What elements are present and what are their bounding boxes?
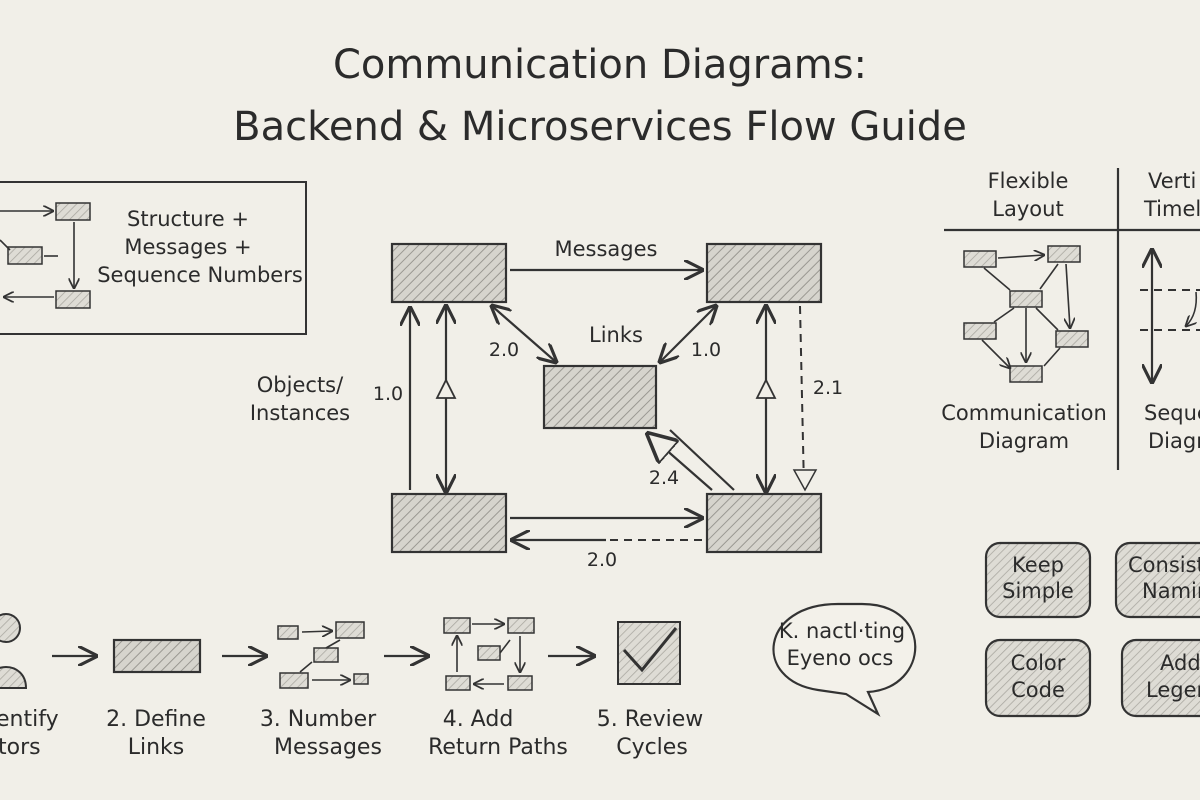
object-box-bottom-left	[390, 492, 508, 554]
tip-add-legend-2: Legen	[1146, 678, 1200, 702]
step-2-line-2: Links	[128, 735, 185, 760]
review-check-icon	[617, 621, 681, 685]
seq-top-left-link: 2.0	[489, 339, 519, 361]
title-line-1: Communication Diagrams:	[333, 42, 867, 88]
link-triangle-left	[435, 377, 457, 399]
comparison-right-header-1: Verti	[1148, 169, 1196, 193]
comparison-right-caption-2: Diagra	[1148, 429, 1200, 453]
seq-top-right-link: 1.0	[691, 339, 721, 361]
return-dashed-right-head	[792, 469, 818, 492]
label-objects-1: Objects/	[257, 373, 344, 397]
tip-keep-simple-2: Simple	[1002, 579, 1074, 603]
mini-comm-box	[963, 250, 997, 268]
object-box-top-left	[390, 242, 508, 304]
message-arrow-2-4-a	[648, 434, 713, 491]
number-messages-icon	[277, 621, 369, 689]
label-links: Links	[589, 323, 643, 347]
mini-comm-box	[1047, 245, 1081, 263]
link-triangle-right	[755, 377, 777, 399]
tip-card-keep-simple	[984, 541, 1092, 619]
comparison-right-caption-1: Seque	[1144, 401, 1200, 425]
object-box-center	[542, 364, 658, 430]
legend-line-2: Messages +	[124, 235, 251, 259]
main-diagram: Messages Links 1.0 Objects/ Instances 2.…	[250, 237, 843, 571]
legend-line-3: Sequence Numbers	[97, 263, 303, 287]
legend-arrow	[0, 239, 11, 251]
object-box-top-right	[705, 242, 823, 304]
seq-bottom-right-link: 2.4	[649, 467, 679, 489]
label-objects-2: Instances	[250, 401, 350, 425]
tip-consistent-naming-1: Consist	[1128, 553, 1200, 577]
speech-bubble-line-1: K. nactl·ting	[779, 619, 905, 643]
legend-line-1: Structure +	[127, 207, 249, 231]
seq-right-dashed: 2.1	[813, 377, 843, 399]
mini-comm-box	[1009, 365, 1043, 383]
mini-seq-arrow	[1186, 291, 1196, 326]
mini-comm-arrow	[993, 307, 1015, 323]
link-top-left-center	[492, 306, 556, 362]
tips-grid: Keep Simple Consist Namin Color Code Add…	[984, 541, 1200, 718]
tip-add-legend-1: Add	[1160, 651, 1200, 675]
label-messages: Messages	[555, 237, 658, 261]
return-dashed-right	[799, 305, 805, 489]
mini-comm-arrow	[1043, 347, 1061, 367]
step-5-line-1: 5. Review	[597, 707, 703, 732]
speech-bubble: K. nactl·ting Eyeno ocs	[772, 602, 917, 717]
step-5-line-2: Cycles	[616, 735, 688, 760]
tip-card-color-code	[984, 638, 1092, 718]
step-4-line-2: Return Paths	[428, 735, 568, 760]
seq-left-vertical: 1.0	[373, 383, 403, 405]
title-line-2: Backend & Microservices Flow Guide	[233, 104, 967, 150]
mini-comm-arrow	[997, 255, 1044, 258]
mini-comm-box	[963, 322, 997, 340]
tip-color-code-2: Code	[1011, 678, 1065, 702]
mini-comm-box	[1055, 330, 1089, 348]
legend-frame	[0, 181, 307, 335]
comparison-left-header-2: Layout	[992, 197, 1063, 221]
tip-consistent-naming-2: Namin	[1142, 579, 1200, 603]
mini-comm-arrow	[1035, 307, 1059, 331]
comparison-left-caption-2: Diagram	[979, 429, 1069, 453]
comparison-left-caption-1: Communication	[941, 401, 1107, 425]
actor-icon	[0, 613, 28, 689]
speech-bubble-shape	[772, 602, 917, 717]
mini-comm-arrow	[981, 339, 1010, 368]
comparison-panel: Flexible Layout Verti Timel Communicatio…	[941, 168, 1200, 470]
speech-bubble-line-2: Eyeno ocs	[787, 646, 894, 670]
object-box-bottom-right	[705, 492, 823, 554]
tip-card-consistent-naming	[1114, 541, 1200, 619]
comparison-right-header-2: Timel	[1143, 197, 1200, 221]
step-1-line-1: entify	[0, 707, 59, 732]
legend-box: Structure + Messages + Sequence Numbers	[0, 181, 307, 335]
process-steps: entify tors 2. Define Links 3. Number Me…	[0, 613, 703, 760]
return-paths-icon	[443, 617, 535, 691]
mini-comm-arrow	[983, 267, 1011, 291]
mini-comm-arrow	[1039, 263, 1059, 290]
step-4-line-1: 4. Add	[443, 707, 514, 732]
legend-mini-box	[55, 290, 91, 309]
step-3-line-2: Messages	[274, 735, 382, 760]
define-links-icon	[112, 638, 202, 674]
tip-card-add-legend	[1120, 638, 1200, 718]
comparison-left-header-1: Flexible	[988, 169, 1069, 193]
legend-mini-box	[7, 246, 43, 265]
tip-color-code-1: Color	[1011, 651, 1066, 675]
seq-bottom-return: 2.0	[587, 549, 617, 571]
link-top-right-center	[660, 306, 716, 362]
step-1-line-2: tors	[0, 735, 41, 760]
message-arrow-2-4-b	[669, 429, 735, 491]
step-2-line-1: 2. Define	[106, 707, 206, 732]
mini-comm-box	[1009, 290, 1043, 308]
step-3-line-1: 3. Number	[260, 707, 377, 732]
mini-comm-arrow	[1066, 263, 1070, 328]
tip-keep-simple-1: Keep	[1012, 553, 1064, 577]
legend-mini-box	[55, 202, 91, 221]
